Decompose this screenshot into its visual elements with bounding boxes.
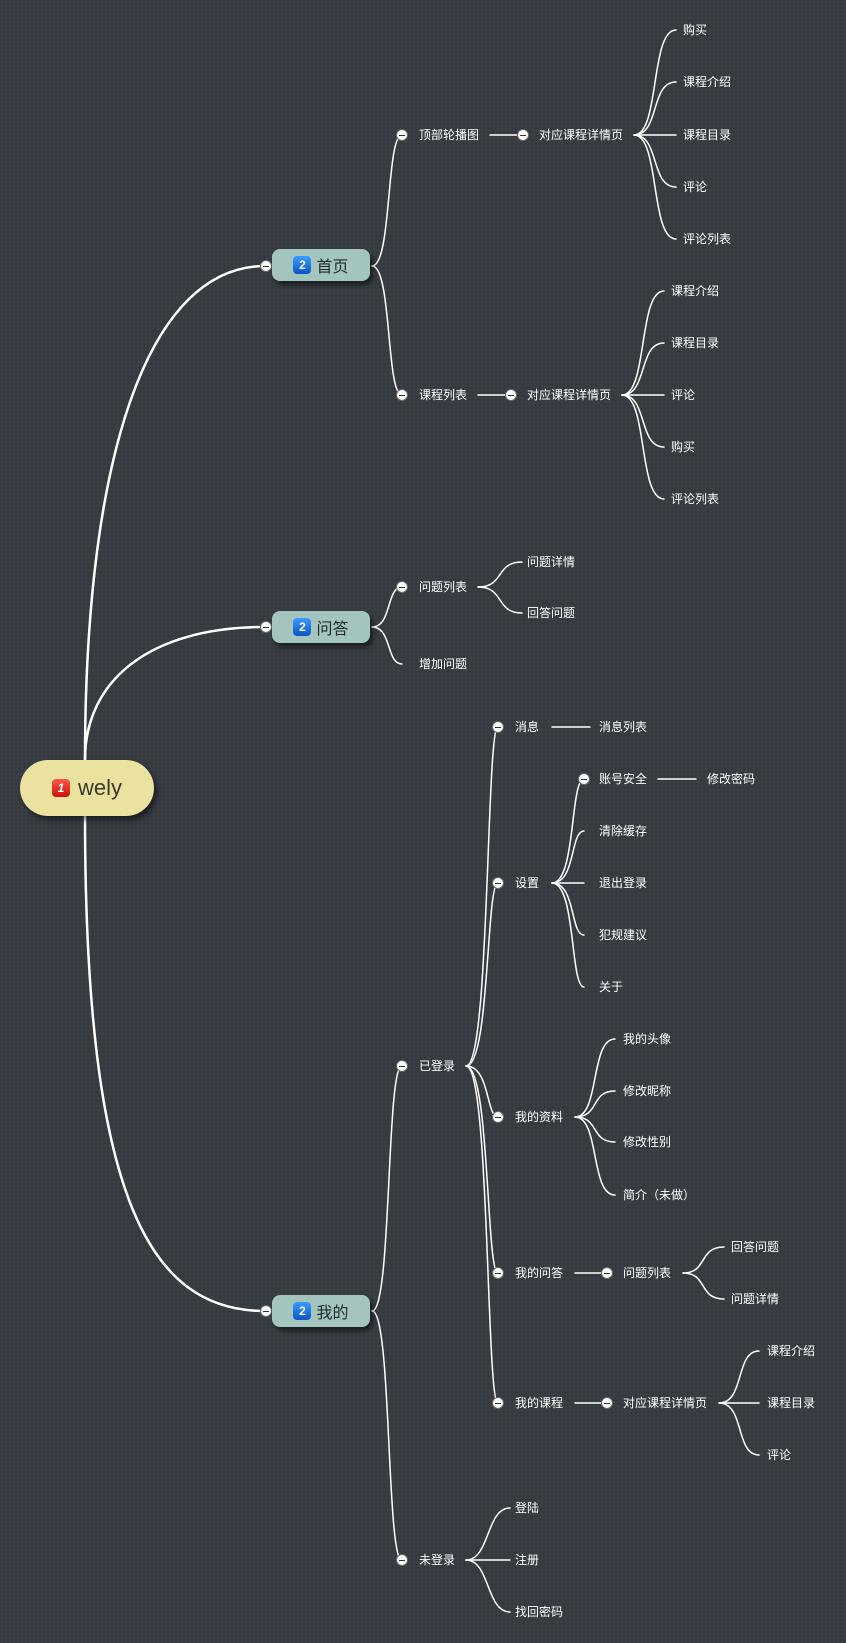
topic-leaf[interactable]: 修改密码 [707,772,756,786]
topic-leaf[interactable]: 课程介绍 [767,1344,816,1358]
collapse-toggle[interactable] [260,621,272,633]
topic-leaf[interactable]: 消息列表 [599,720,648,734]
collapse-toggle[interactable] [396,1060,408,1072]
topic-qa[interactable]: 2 问答 [272,611,370,643]
topic-leaf[interactable]: 评论 [671,388,696,402]
collapse-toggle[interactable] [492,721,504,733]
collapse-toggle[interactable] [578,773,590,785]
priority-1-icon: 1 [51,779,70,797]
topic-course-list[interactable]: 课程列表 [419,388,468,402]
topic-leaf[interactable]: 购买 [671,440,696,454]
topic-my-courses[interactable]: 我的课程 [515,1396,564,1410]
topic-not-logged-in[interactable]: 未登录 [419,1553,456,1567]
topic-my-course-detail[interactable]: 对应课程详情页 [623,1396,708,1410]
collapse-toggle[interactable] [396,581,408,593]
topic-leaf[interactable]: 课程介绍 [671,284,720,298]
topic-leaf[interactable]: 登陆 [515,1501,540,1515]
topic-leaf[interactable]: 评论列表 [683,232,732,246]
topic-leaf[interactable]: 我的头像 [623,1032,672,1046]
collapse-toggle[interactable] [260,260,272,272]
topic-leaf[interactable]: 课程目录 [671,336,720,350]
topic-my-profile[interactable]: 我的资料 [515,1110,564,1124]
topic-mine[interactable]: 2 我的 [272,1295,370,1327]
topic-leaf[interactable]: 关于 [599,980,624,994]
topic-leaf[interactable]: 问题详情 [527,555,576,569]
topic-home[interactable]: 2 首页 [272,249,370,281]
topic-leaf[interactable]: 修改性别 [623,1135,672,1149]
collapse-toggle[interactable] [505,389,517,401]
topic-leaf[interactable]: 找回密码 [515,1605,564,1619]
topic-course-list-detail[interactable]: 对应课程详情页 [527,388,612,402]
collapse-toggle[interactable] [396,1554,408,1566]
topic-logged-in[interactable]: 已登录 [419,1059,456,1073]
topic-my-qa[interactable]: 我的问答 [515,1266,564,1280]
topic-leaf[interactable]: 回答问题 [731,1240,780,1254]
topic-leaf[interactable]: 评论列表 [671,492,720,506]
topic-question-list[interactable]: 问题列表 [419,580,468,594]
topic-leaf[interactable]: 课程目录 [683,128,732,142]
collapse-toggle[interactable] [601,1267,613,1279]
topic-home-label: 首页 [316,259,349,276]
topic-leaf[interactable]: 回答问题 [527,606,576,620]
topic-leaf[interactable]: 课程介绍 [683,75,732,89]
collapse-toggle[interactable] [492,1397,504,1409]
topic-qa-label: 问答 [316,621,349,638]
topic-messages[interactable]: 消息 [515,720,540,734]
collapse-toggle[interactable] [492,1111,504,1123]
topic-leaf[interactable]: 注册 [515,1553,540,1567]
collapse-toggle[interactable] [492,877,504,889]
topic-my-qa-list[interactable]: 问题列表 [623,1266,672,1280]
collapse-toggle[interactable] [601,1397,613,1409]
topic-account-security[interactable]: 账号安全 [599,772,648,786]
topic-banner-detail[interactable]: 对应课程详情页 [539,128,624,142]
priority-2-icon: 2 [293,1302,312,1320]
collapse-toggle[interactable] [492,1267,504,1279]
topic-leaf[interactable]: 购买 [683,23,708,37]
topic-leaf[interactable]: 问题详情 [731,1292,780,1306]
topic-add-question[interactable]: 增加问题 [419,657,468,671]
topic-leaf[interactable]: 简介（未做） [623,1188,696,1202]
collapse-toggle[interactable] [260,1305,272,1317]
topic-leaf[interactable]: 犯规建议 [599,928,648,942]
collapse-toggle[interactable] [396,129,408,141]
topic-settings[interactable]: 设置 [515,876,540,890]
topic-banner[interactable]: 顶部轮播图 [419,128,480,142]
topic-leaf[interactable]: 修改昵称 [623,1084,672,1098]
topic-leaf[interactable]: 评论 [683,180,708,194]
topic-leaf[interactable]: 评论 [767,1448,792,1462]
topic-mine-label: 我的 [316,1305,349,1322]
topic-leaf[interactable]: 退出登录 [599,876,648,890]
topic-leaf[interactable]: 课程目录 [767,1396,816,1410]
priority-2-icon: 2 [293,618,312,636]
topic-leaf[interactable]: 清除缓存 [599,824,648,838]
collapse-toggle[interactable] [517,129,529,141]
root-topic[interactable]: 1 wely [20,760,154,816]
root-topic-label: wely [77,775,122,800]
priority-2-icon: 2 [293,256,312,274]
collapse-toggle[interactable] [396,389,408,401]
